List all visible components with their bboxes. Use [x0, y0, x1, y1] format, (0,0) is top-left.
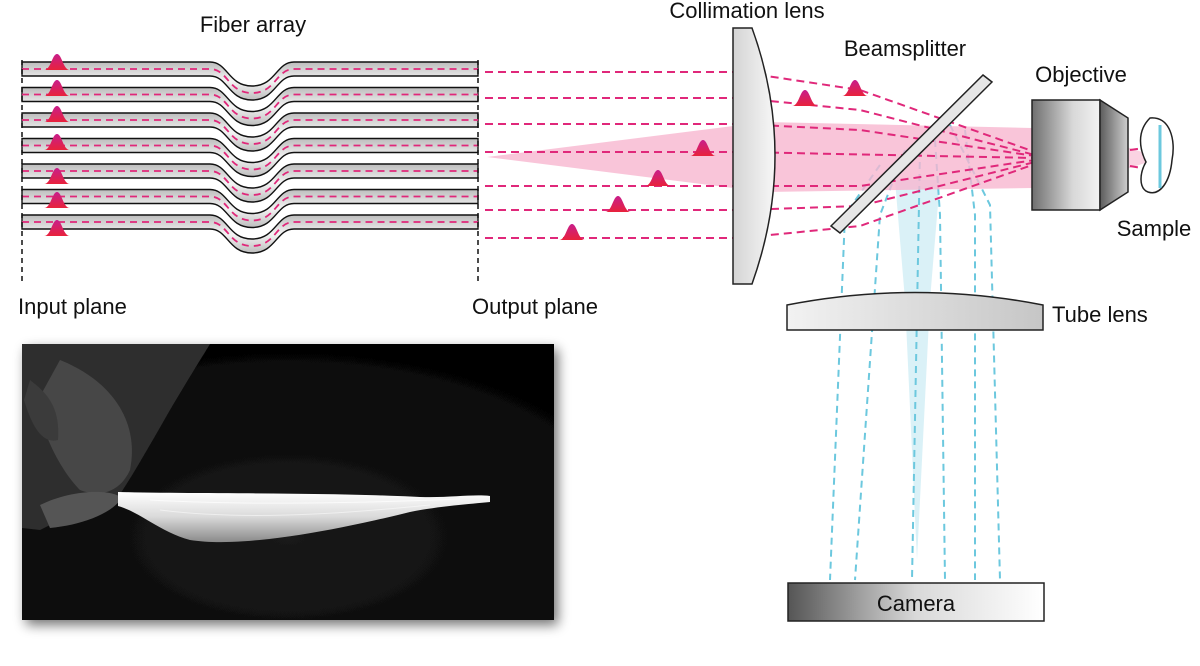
- fiber-core-7: [22, 221, 478, 247]
- fiber-core-6: [22, 195, 478, 222]
- objective: [1031, 98, 1129, 212]
- pulse-icon-4: [44, 134, 70, 150]
- tube-lens: [786, 291, 1044, 331]
- pulse-icon-12: [645, 170, 671, 186]
- fiber-7: [21, 214, 479, 254]
- beamsplitter-label: Beamsplitter: [844, 36, 966, 61]
- pulse-icon-7: [44, 220, 70, 236]
- collimation-lens-label: Collimation lens: [669, 0, 824, 23]
- output-plane-label: Output plane: [472, 294, 598, 319]
- collimation-lens: [732, 27, 776, 285]
- objective-label: Objective: [1035, 62, 1127, 87]
- fiber-array: [21, 61, 479, 254]
- pulse-icon-8: [842, 80, 868, 96]
- pulse-icon-13: [605, 196, 631, 212]
- input-plane-label: Input plane: [18, 294, 127, 319]
- pulse-icon-2: [44, 80, 70, 96]
- tube-lens-label: Tube lens: [1052, 302, 1148, 327]
- fiber-6: [21, 188, 479, 229]
- fiber-core-5: [22, 170, 478, 196]
- pulse-icon-1: [44, 54, 70, 70]
- pulse-icon-9: [792, 90, 818, 106]
- pulse-icon-5: [44, 168, 70, 184]
- sample-label: Sample: [1117, 216, 1192, 241]
- camera-label: Camera: [877, 591, 956, 616]
- fiber-bundle-photo: [22, 344, 554, 620]
- pulse-icon-6: [44, 192, 70, 208]
- fiber-array-label: Fiber array: [200, 12, 306, 37]
- pulse-icon-11: [690, 140, 716, 156]
- fiber-core-3: [22, 119, 478, 145]
- emission-beam-cone: [895, 180, 940, 560]
- pulse-icon-14: [559, 224, 585, 240]
- fiber-core-1: [22, 68, 478, 94]
- fiber-core-4: [22, 144, 478, 171]
- fiber-1: [21, 61, 479, 101]
- camera: Camera: [787, 582, 1045, 622]
- pulse-icon-3: [44, 106, 70, 122]
- sample: [1139, 117, 1174, 194]
- beamsplitter: [829, 74, 994, 234]
- fiber-core-2: [22, 93, 478, 120]
- fiber-2: [21, 86, 479, 127]
